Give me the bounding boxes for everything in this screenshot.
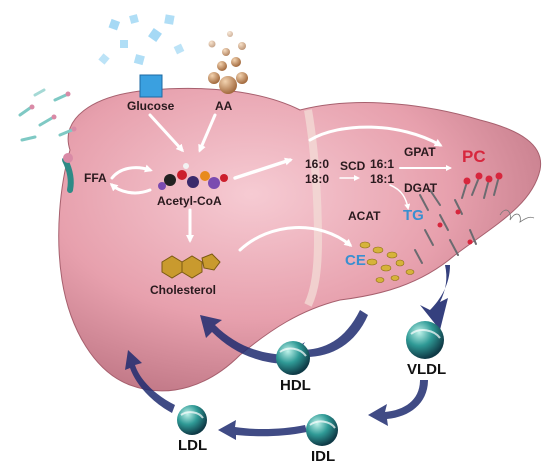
pc-label: PC — [462, 147, 486, 166]
lipoprotein-sphere-icon — [177, 321, 444, 446]
phosphatidylcholine-molecules — [461, 172, 503, 199]
cholesteryl-ester-droplets — [359, 241, 415, 283]
hdl-particle — [276, 341, 310, 375]
fa-16-1-label: 16:1 — [370, 157, 395, 171]
fa-18-0-label: 18:0 — [305, 172, 330, 186]
scd-label: SCD — [340, 159, 366, 173]
cholesterol-label: Cholesterol — [150, 283, 217, 297]
idl-label: IDL — [311, 448, 336, 465]
ldl-label: LDL — [178, 437, 208, 454]
glucose-label: Glucose — [127, 99, 175, 113]
acetyl-coa-molecule-icon — [158, 163, 228, 190]
glucose-cube-icon — [98, 14, 185, 98]
hdl-label: HDL — [280, 377, 311, 394]
dgat-label: DGAT — [404, 181, 438, 195]
acat-label: ACAT — [348, 209, 381, 223]
acetyl-coa-label: Acetyl-CoA — [157, 194, 222, 208]
vldl-particle — [406, 321, 444, 359]
liver-shape — [58, 87, 542, 392]
fa-16-0-label: 16:0 — [305, 157, 330, 171]
ce-label: CE — [345, 252, 366, 269]
ffa-label: FFA — [84, 171, 107, 185]
metabolic-arrows — [109, 113, 452, 252]
falciform-ligament — [304, 109, 323, 307]
fatty-acid-molecules-icon — [18, 88, 77, 193]
idl-particle — [306, 414, 338, 446]
amino-acid-spheres-icon — [208, 31, 248, 94]
cholesterol-molecule-icon — [161, 253, 221, 279]
tg-label: TG — [403, 207, 424, 224]
ldl-particle — [177, 405, 207, 435]
fa-18-1-label: 18:1 — [370, 172, 395, 186]
vldl-label: VLDL — [407, 361, 447, 378]
aa-label: AA — [215, 99, 233, 113]
artist-signature — [499, 209, 535, 223]
gpat-label: GPAT — [404, 145, 436, 159]
triglyceride-molecules — [414, 189, 477, 264]
